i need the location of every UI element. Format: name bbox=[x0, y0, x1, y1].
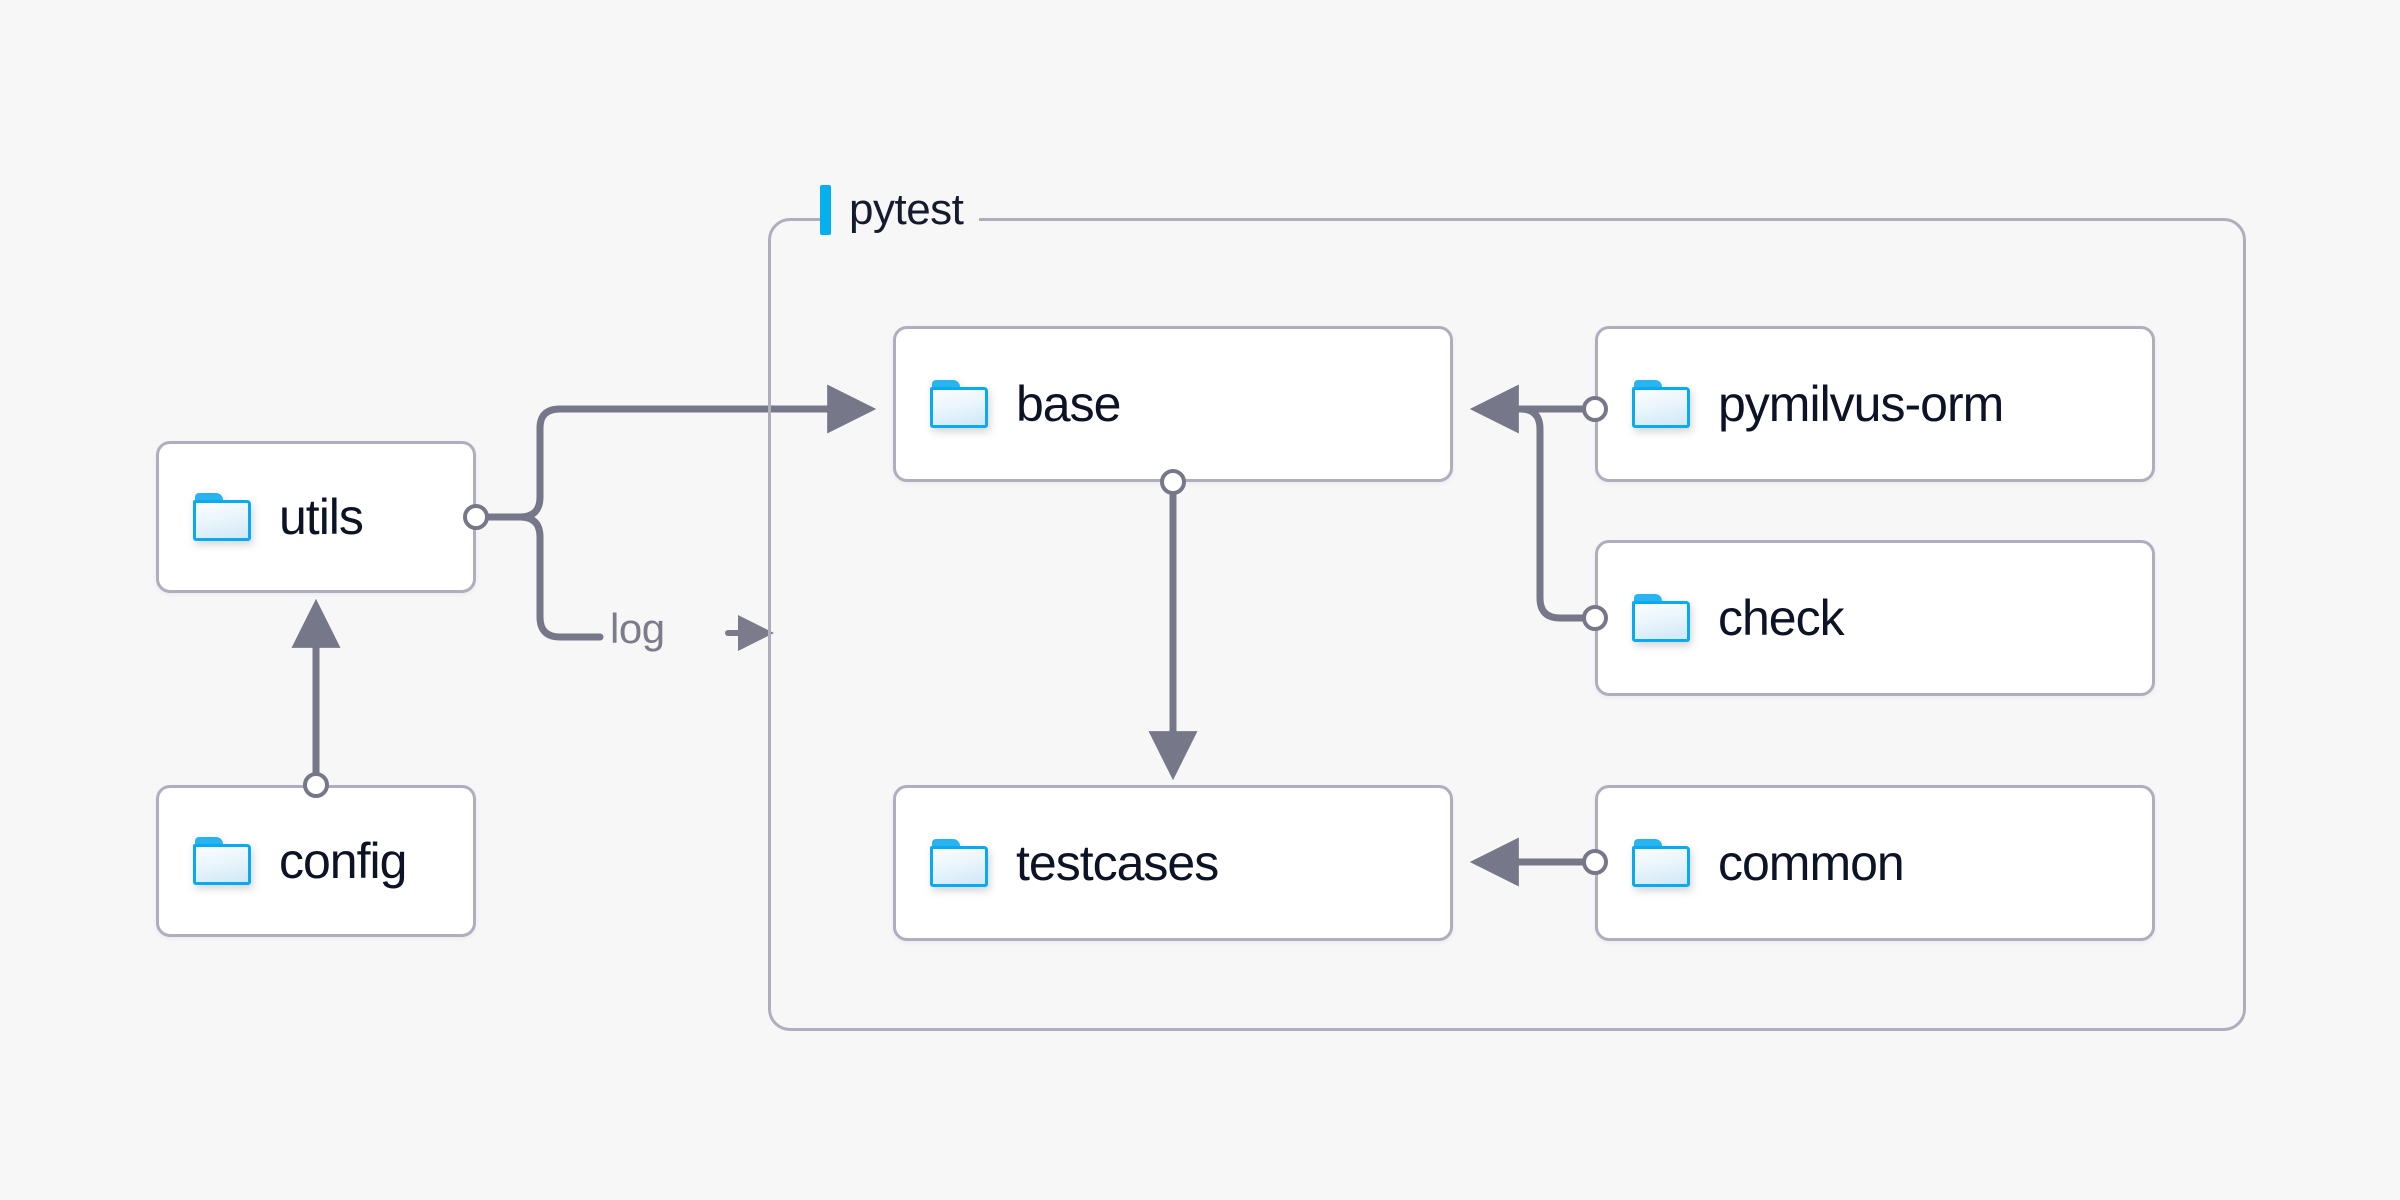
node-base[interactable]: base bbox=[893, 326, 1453, 482]
node-utils[interactable]: utils bbox=[156, 441, 476, 593]
node-pymilvus-orm[interactable]: pymilvus-orm bbox=[1595, 326, 2155, 482]
node-label-config: config bbox=[279, 833, 407, 889]
folder-icon bbox=[1632, 839, 1690, 887]
folder-icon bbox=[1632, 594, 1690, 642]
port-pymilvus-orm-left[interactable] bbox=[1582, 396, 1608, 422]
edge-check-to-base bbox=[1474, 405, 1586, 622]
node-label-check: check bbox=[1718, 590, 1845, 646]
edge-utils-to-log bbox=[485, 513, 604, 641]
node-label-testcases: testcases bbox=[1016, 835, 1219, 891]
group-accent-bar bbox=[820, 185, 831, 235]
node-config[interactable]: config bbox=[156, 785, 476, 937]
edge-label-log: log bbox=[610, 605, 665, 652]
port-common-left[interactable] bbox=[1582, 849, 1608, 875]
folder-icon bbox=[193, 837, 251, 885]
group-title-pytest: pytest bbox=[820, 182, 980, 238]
folder-icon bbox=[1632, 380, 1690, 428]
group-container-pytest bbox=[768, 218, 2246, 1031]
node-common[interactable]: common bbox=[1595, 785, 2155, 941]
port-config-top[interactable] bbox=[303, 772, 329, 798]
node-testcases[interactable]: testcases bbox=[893, 785, 1453, 941]
port-base-bottom[interactable] bbox=[1160, 469, 1186, 495]
folder-icon bbox=[930, 380, 988, 428]
port-check-left[interactable] bbox=[1582, 605, 1608, 631]
node-label-base: base bbox=[1016, 376, 1121, 432]
folder-icon bbox=[930, 839, 988, 887]
group-title-label: pytest bbox=[849, 185, 964, 234]
node-check[interactable]: check bbox=[1595, 540, 2155, 696]
port-utils-right[interactable] bbox=[463, 504, 489, 530]
node-label-common: common bbox=[1718, 835, 1905, 891]
node-label-pymilvus-orm: pymilvus-orm bbox=[1718, 376, 2004, 432]
folder-icon bbox=[193, 493, 251, 541]
node-label-utils: utils bbox=[279, 489, 364, 545]
